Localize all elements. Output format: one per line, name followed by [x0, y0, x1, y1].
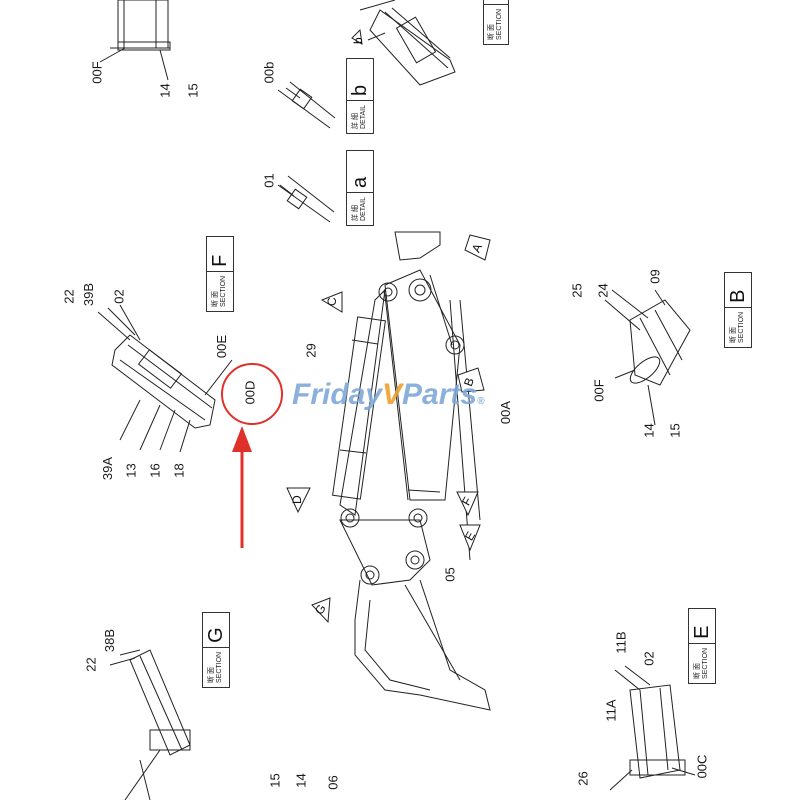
callout-16: 16 — [147, 463, 163, 478]
callout-02-e: 02 — [641, 651, 657, 666]
detail-a-drawing — [277, 175, 335, 223]
callout-00c: 00C — [694, 754, 710, 779]
watermark-logo: FridayVParts® — [292, 378, 485, 411]
callout-00e: 00E — [214, 334, 230, 359]
callout-14-b: 14 — [641, 423, 657, 438]
callout-00f-b: 00F — [591, 379, 607, 402]
section-g-drawing — [109, 649, 191, 800]
callout-02-f: 02 — [111, 289, 127, 304]
highlight-circle — [221, 363, 283, 425]
callout-01: 01 — [261, 173, 277, 188]
callout-38b: 38B — [102, 628, 118, 653]
callout-26: 26 — [575, 771, 591, 786]
callout-15-b: 15 — [667, 423, 683, 438]
detail-b-drawing — [277, 81, 336, 129]
callout-00f-top: 00F — [89, 61, 105, 84]
callout-13: 13 — [123, 463, 139, 478]
callout-14-top: 14 — [157, 83, 173, 98]
callout-05: 05 — [442, 567, 458, 582]
callout-22-g: 22 — [83, 657, 99, 672]
callout-15-bottom: 15 — [267, 773, 283, 788]
callout-06: 06 — [325, 775, 341, 790]
callout-22-f: 22 — [61, 289, 77, 304]
callout-00b: 00b — [261, 61, 277, 84]
callout-11b: 11B — [613, 631, 629, 654]
callout-29: 29 — [303, 343, 319, 358]
callout-00d: 00D — [242, 380, 258, 405]
callout-11a: 11A — [603, 699, 619, 722]
view-marker-d: D — [290, 495, 304, 504]
view-marker-c: C — [325, 297, 339, 306]
callout-39b: 39B — [81, 282, 97, 307]
red-arrow-icon — [232, 426, 252, 452]
callout-14-bottom: 14 — [293, 773, 309, 788]
section-top-left-drawing — [99, 0, 171, 81]
callout-09: 09 — [647, 269, 663, 284]
callout-15-top: 15 — [185, 83, 201, 98]
highlight-annotation — [221, 363, 283, 548]
section-top-center-drawing — [359, 0, 456, 86]
view-arrows — [286, 28, 491, 624]
arm-assembly-drawing — [332, 231, 491, 711]
section-f-drawing — [97, 304, 233, 453]
callout-24: 24 — [595, 283, 611, 298]
callout-18: 18 — [171, 463, 187, 478]
view-marker-b-small: b — [351, 37, 365, 44]
callout-25: 25 — [569, 283, 585, 298]
section-b-drawing — [604, 289, 691, 426]
callout-39a: 39A — [100, 456, 116, 481]
section-e-drawing — [609, 665, 696, 791]
callout-00a: 00A — [498, 400, 514, 425]
